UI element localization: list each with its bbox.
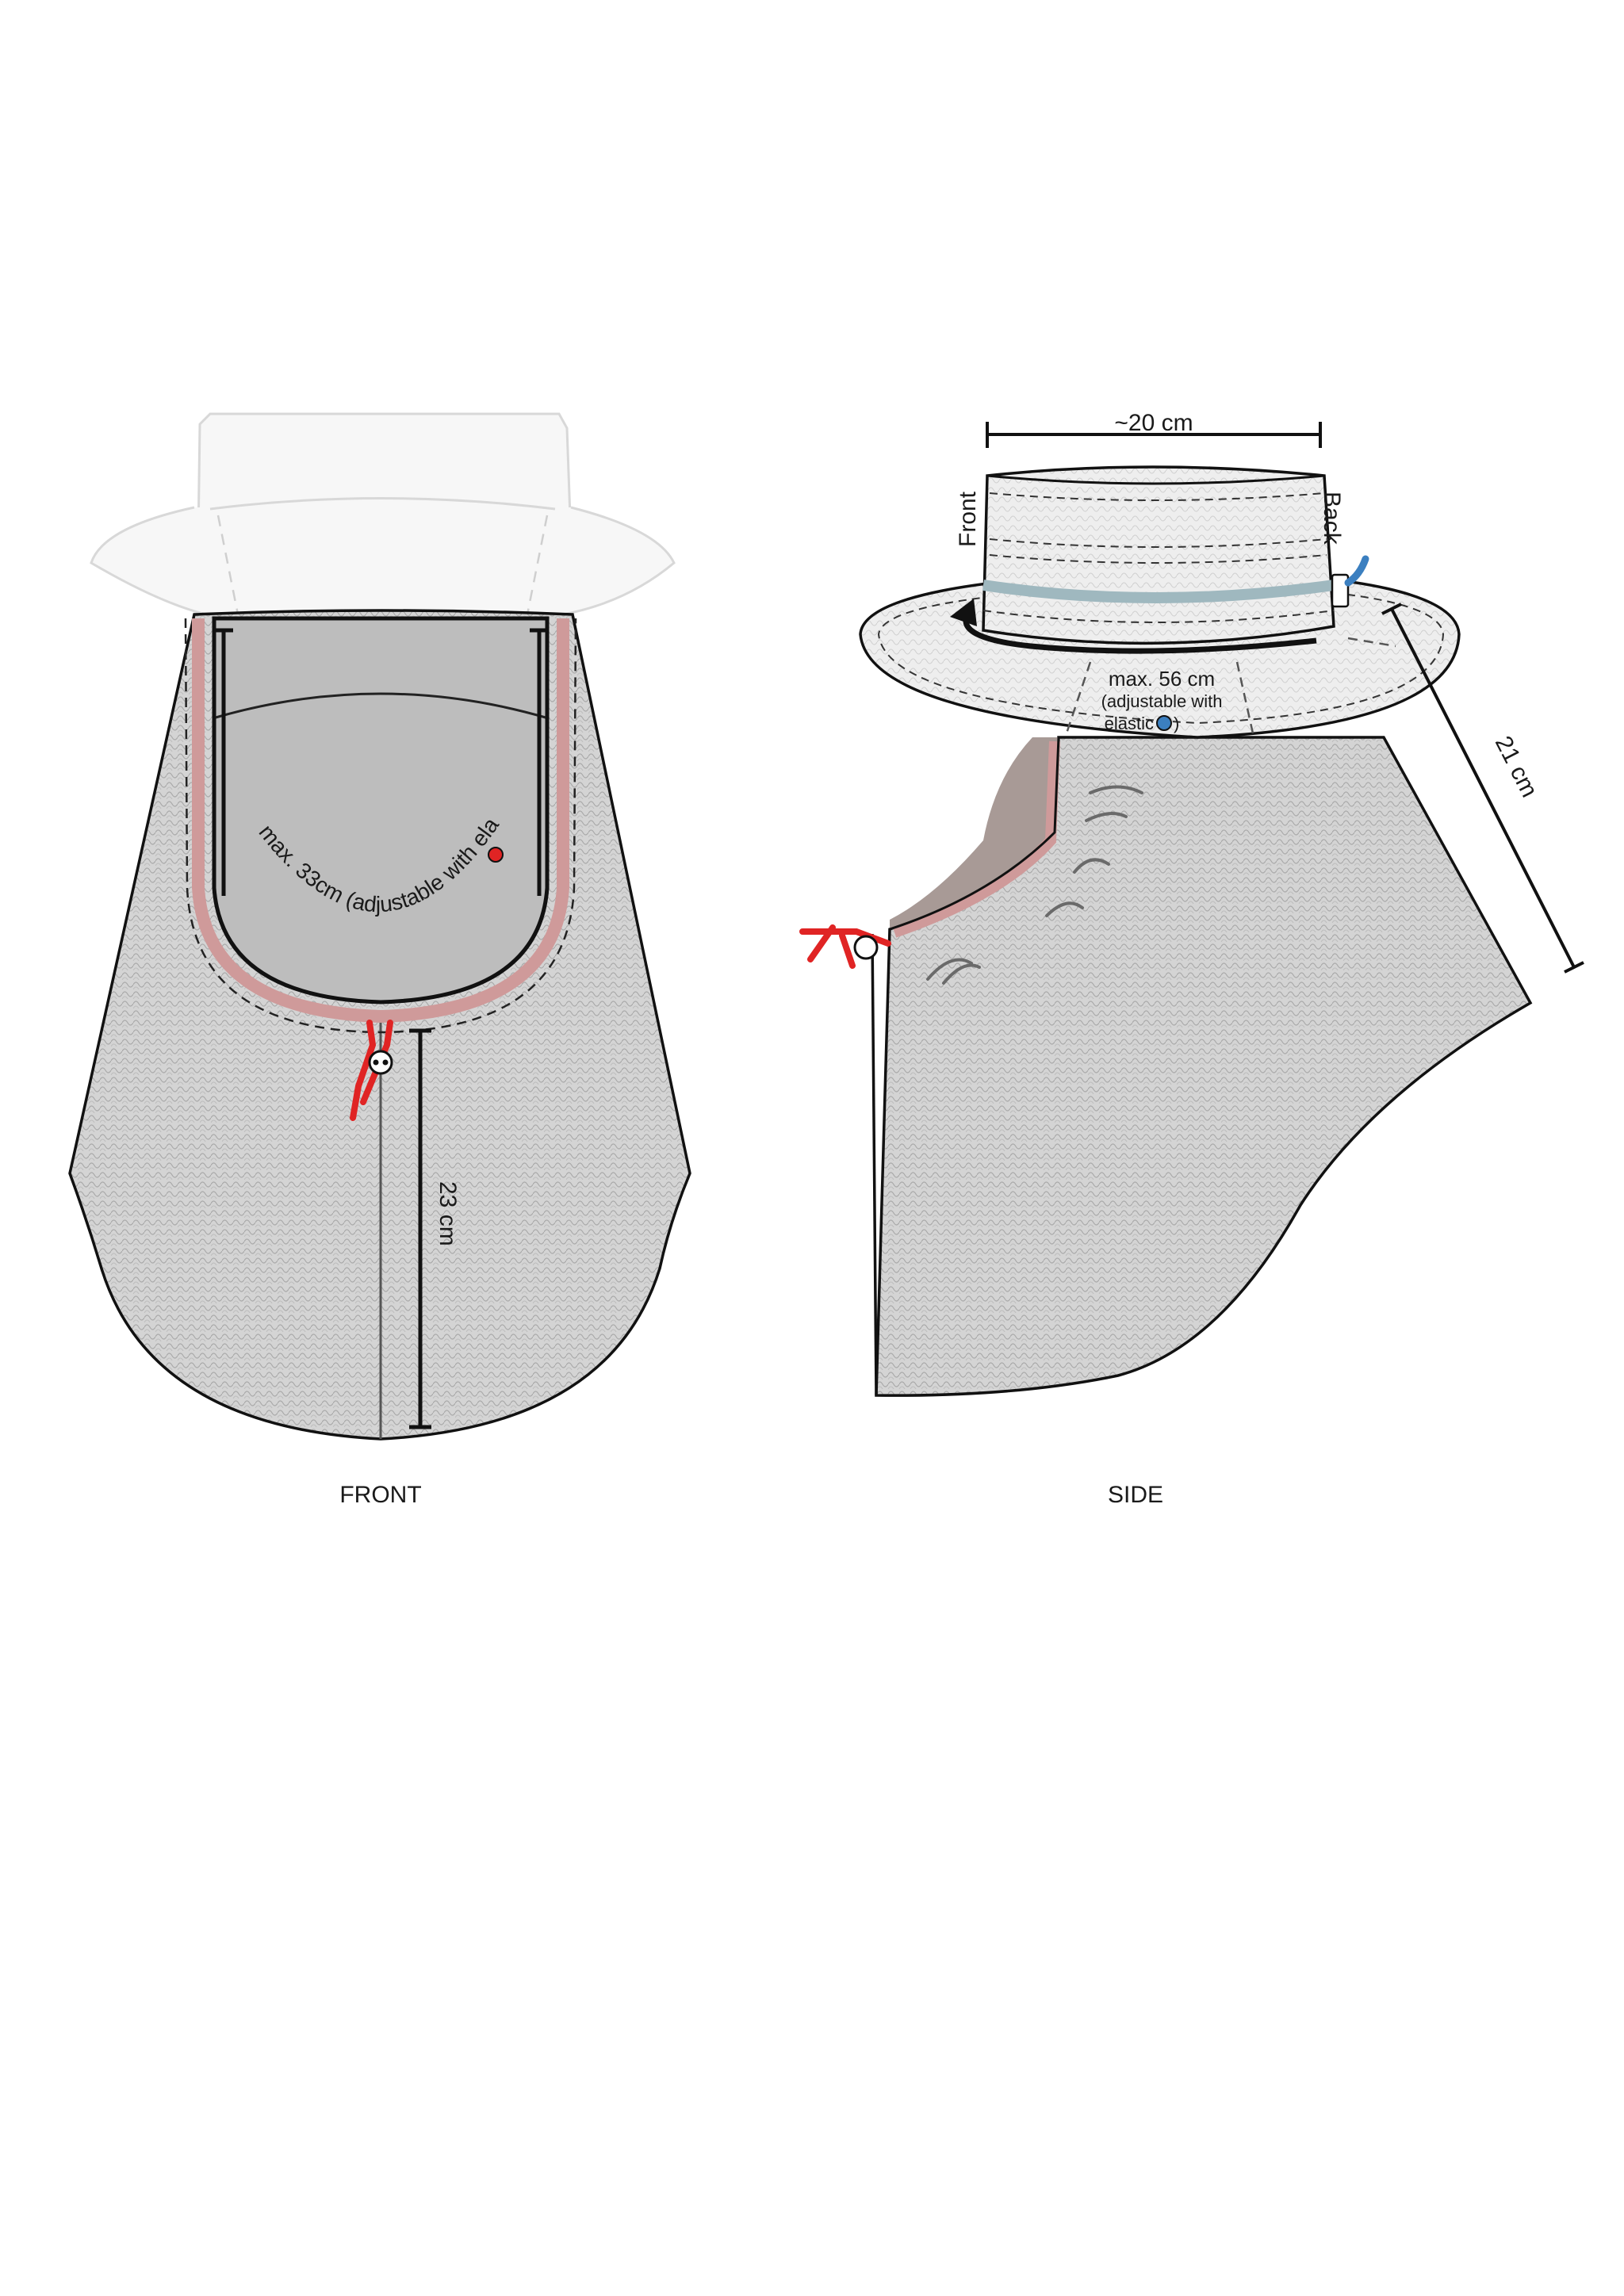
head-size-note: (adjustable with (1101, 691, 1223, 711)
front-view: max. 33cm (adjustable with elastic 23 cm… (0, 0, 691, 1508)
front-neck-opening (212, 616, 550, 1004)
head-size-close: ) (1174, 714, 1179, 733)
front-neck-piping (192, 618, 569, 1024)
front-hat-ghost (90, 412, 676, 616)
front-direction-label: Front (955, 491, 981, 547)
side-cape-body (875, 736, 1533, 1397)
side-drawcord-icon (799, 924, 891, 969)
back-direction-label: Back (1319, 492, 1345, 545)
front-drawcord-icon (350, 1020, 393, 1121)
side-hatband (982, 580, 1335, 603)
side-length-label: 21 cm (1490, 732, 1542, 802)
side-neck-piping (892, 740, 1060, 938)
head-size-elastic: elastic (1105, 714, 1154, 733)
side-caption: SIDE (1108, 1482, 1163, 1508)
side-length-dimension (1381, 603, 1584, 974)
front-length-dimension (409, 1028, 431, 1429)
side-fold-marks (926, 785, 1143, 985)
side-back-toggle-icon (1331, 555, 1369, 608)
red-elastic-marker-icon (488, 847, 504, 863)
front-caption: FRONT (339, 1482, 421, 1508)
blue-elastic-marker-icon (1156, 715, 1172, 731)
side-view: ~20 cm Front Back max. 56 cm (adjustable… (799, 410, 1584, 1508)
front-length-label: 23 cm (435, 1181, 461, 1246)
crown-width-dimension (986, 422, 1322, 448)
head-size-label: max. 56 cm (1109, 667, 1215, 691)
crown-width-label: ~20 cm (1114, 410, 1193, 436)
